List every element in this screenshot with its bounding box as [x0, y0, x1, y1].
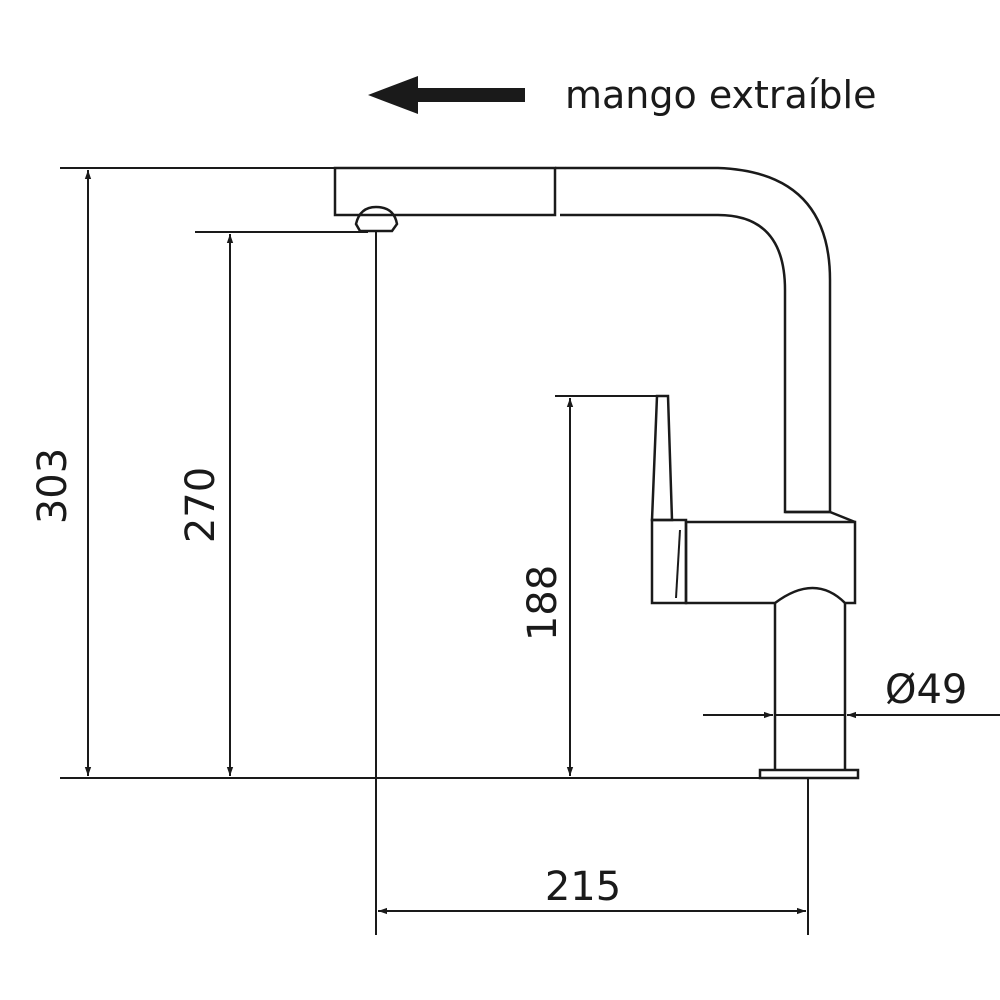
faucet-outline: [333, 166, 860, 780]
dimension-303: 303: [30, 170, 92, 776]
lever-base: [650, 518, 688, 605]
dimension-188: 188: [520, 398, 574, 776]
dimension-diameter-49: Ø49: [703, 667, 1000, 719]
dimension-label-diameter: Ø49: [885, 667, 967, 713]
dimension-label-270: 270: [178, 467, 224, 543]
body-column: [773, 603, 847, 770]
lever-base-highlight: [675, 529, 681, 599]
lever-handle: [650, 394, 674, 522]
arrow-left-icon: [368, 76, 525, 114]
cartridge-housing: [684, 520, 857, 605]
dimension-215: 215: [378, 864, 806, 915]
pull-out-caption: mango extraíble: [368, 73, 876, 117]
dimension-label-215: 215: [545, 864, 621, 910]
outlet-nozzle: [354, 205, 399, 233]
dimension-label-188: 188: [520, 565, 566, 641]
caption-text: mango extraíble: [565, 73, 876, 117]
dimension-label-303: 303: [30, 448, 76, 524]
dimension-270: 270: [178, 234, 234, 776]
base-plate: [758, 768, 860, 780]
pull-out-spray-head: [333, 166, 557, 217]
spout-arm: [555, 166, 832, 514]
housing-collar: [785, 510, 856, 524]
reference-lines: [60, 167, 809, 935]
